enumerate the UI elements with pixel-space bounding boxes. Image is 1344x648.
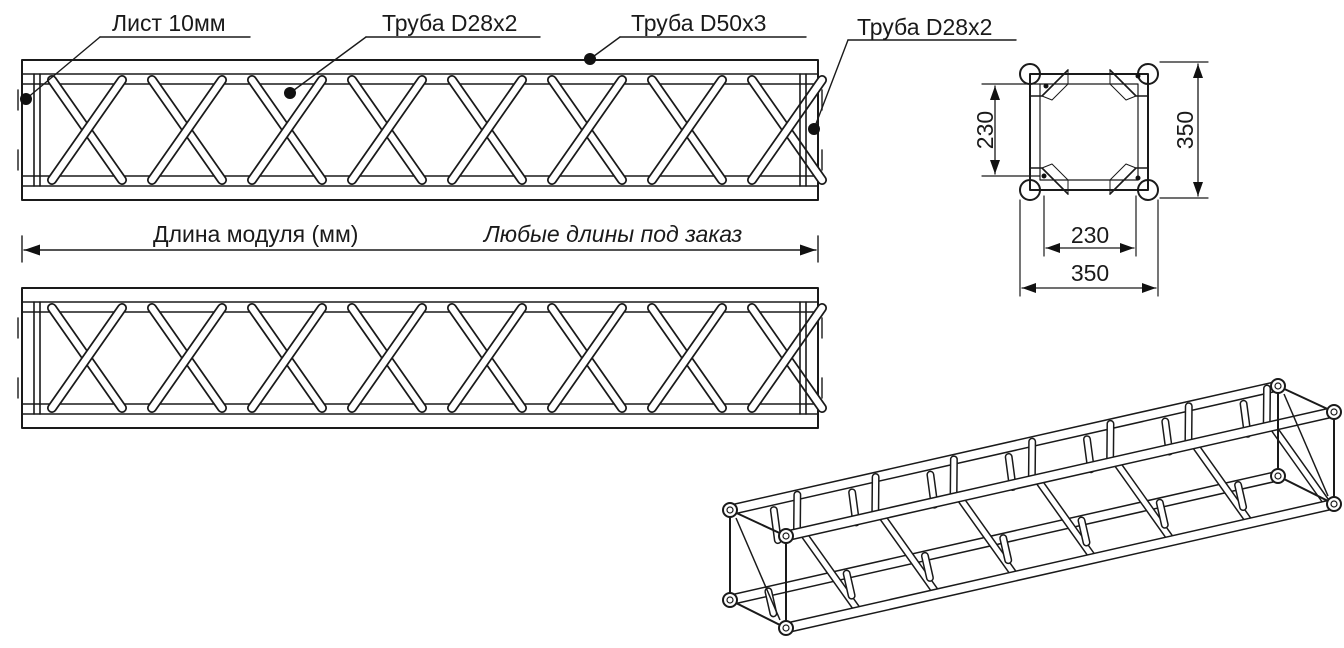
truss-side-view-top (17, 59, 827, 201)
dim-inner-horizontal: 230 (1071, 222, 1109, 248)
callout-label-diagonal-tube: Труба D28x2 (382, 10, 517, 36)
chord-end-bore (726, 596, 734, 604)
chord-end-cap (778, 620, 794, 636)
chord-end-bore (1274, 472, 1282, 480)
diagonal-tube-bottom-face-inner (1235, 482, 1246, 510)
chord-end-cap (1326, 496, 1342, 512)
dim-outer-horizontal: 350 (1071, 260, 1109, 286)
truss-isometric-view (722, 378, 1342, 636)
callout-label-chord-tube: Труба D50x3 (631, 10, 766, 36)
custom-length-note: Любые длины под заказ (482, 221, 742, 247)
dim-outer-vertical: 350 (1172, 111, 1198, 149)
diagonal-tube-inner (348, 76, 426, 184)
gusset-line (735, 517, 759, 570)
diagonal-tube-inner (448, 304, 526, 412)
diagonal-tube-inner (748, 304, 826, 412)
diagonal-tube-inner (148, 76, 226, 184)
diagonal-tube-inner (648, 76, 726, 184)
diagonal-tube-inner (548, 76, 626, 184)
diagonal-tube-inner (148, 304, 226, 412)
diagonal-tube-inner (648, 304, 726, 412)
chord-end-cap (778, 528, 794, 544)
diagonal-lattice-top (47, 75, 827, 185)
callout-diagonal-tube: Труба D28x2 (284, 10, 541, 99)
chord-end-cap (722, 592, 738, 608)
diagonal-tube-inner (548, 304, 626, 412)
length-label: Длина модуля (мм) (153, 221, 358, 247)
chord-end-bore (1274, 382, 1282, 390)
chord-end-bore (1330, 500, 1338, 508)
diagonal-tube-inner (348, 304, 426, 412)
diagonal-tube-bottom-face-inner (922, 553, 933, 581)
chord-end-bore (726, 506, 734, 514)
chord-end-cap (1270, 468, 1286, 484)
end-plate-right-top (799, 73, 807, 187)
gusset-line (1283, 393, 1307, 446)
callout-label-sheet: Лист 10мм (112, 10, 226, 36)
diagonal-tube-bottom-face-inner (1079, 517, 1090, 545)
chord-end-cap (1270, 378, 1286, 394)
diagonal-tube-bottom-face-inner (1157, 500, 1168, 528)
diagonal-tube-bottom-face-inner (844, 571, 855, 599)
gusset-line (757, 568, 781, 621)
diagonal-tube-inner (48, 76, 126, 184)
diagonal-tube-inner (48, 304, 126, 412)
diagonal-tube-inner (748, 76, 826, 184)
diagonal-tube-inner (248, 304, 326, 412)
diagonal-tube-inner (448, 76, 526, 184)
callout-chord-tube: Труба D50x3 (584, 10, 807, 65)
chord-end-bore (1330, 408, 1338, 416)
diagonal-lattice-bottom (47, 303, 827, 413)
chord-end-cap (722, 502, 738, 518)
callout-sheet: Лист 10мм (20, 10, 251, 105)
diagonal-tube-inner (248, 76, 326, 184)
length-dimension: Длина модуля (мм) Любые длины под заказ (21, 221, 819, 263)
chord-end-bore (782, 532, 790, 540)
chord-end-cap (1326, 404, 1342, 420)
truss-side-view-bottom (17, 287, 827, 429)
callout-end-tube: Труба D28x2 (808, 14, 1017, 135)
callout-label-end-tube: Труба D28x2 (857, 14, 992, 40)
chord-tube-front-bottom-inner (782, 500, 1338, 632)
chord-end-bore (782, 624, 790, 632)
dim-inner-vertical: 230 (972, 111, 998, 149)
diagonal-tube-bottom-face-inner (1000, 535, 1011, 563)
chord-tube-front-top-inner (782, 408, 1338, 540)
truss-cross-section: 230 350 230 350 (972, 61, 1209, 297)
diagonal-tube-back-face-inner (771, 507, 781, 543)
gusset-line (1305, 444, 1329, 497)
diagonal-tube-side-face-inner (1269, 423, 1332, 508)
